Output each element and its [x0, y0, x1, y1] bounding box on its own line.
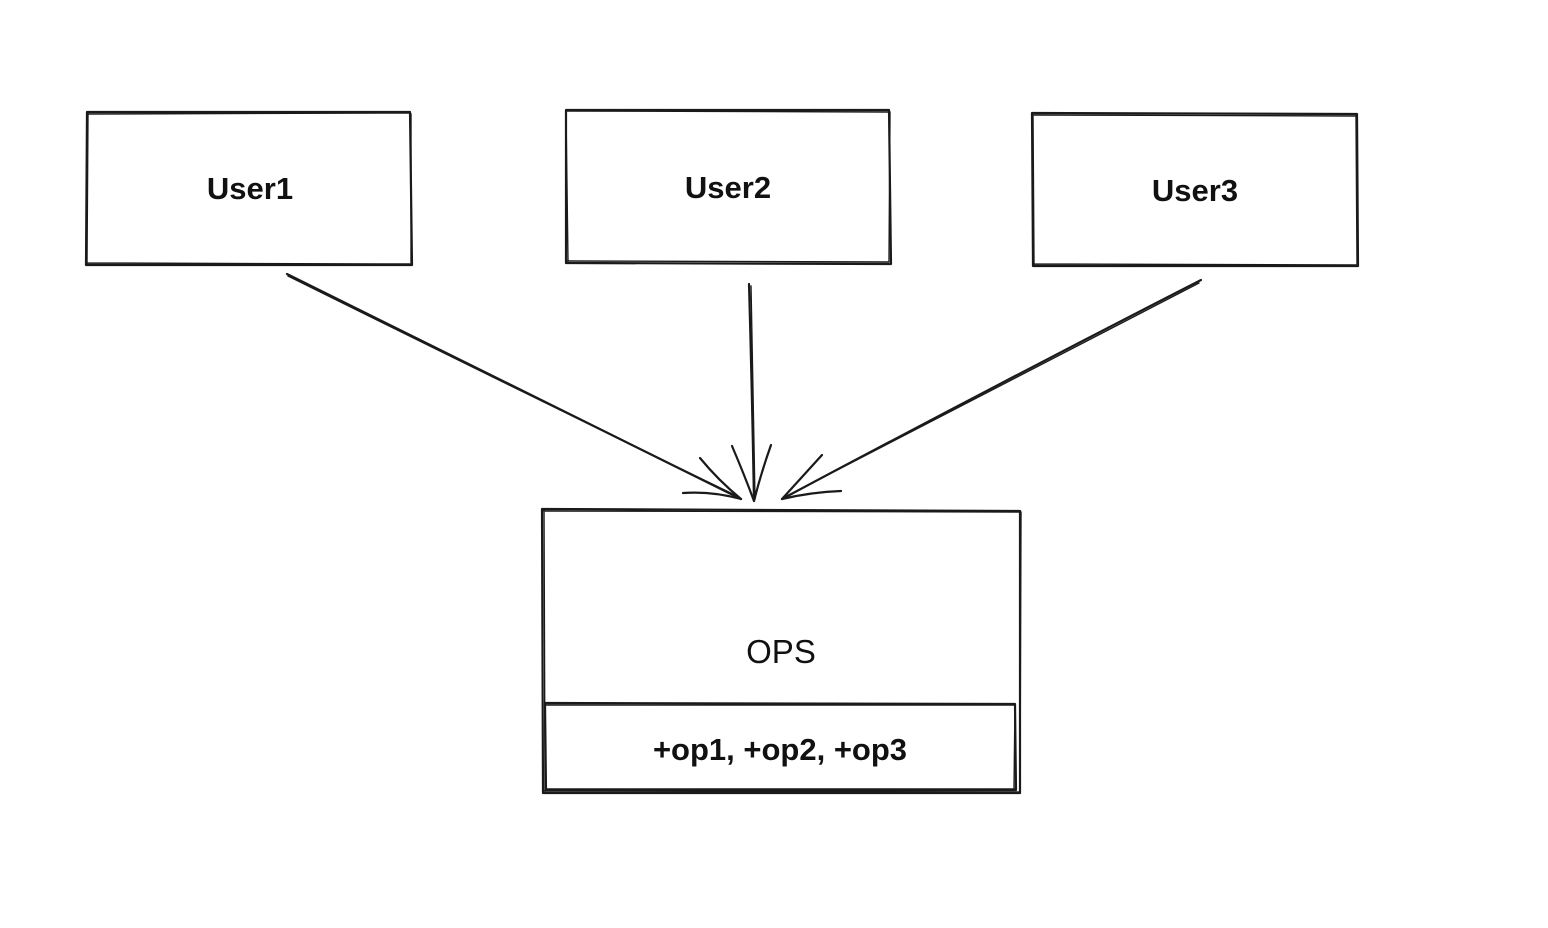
user3-label: User3	[1152, 173, 1238, 208]
user1-node[interactable]: User1	[84, 110, 414, 267]
arrow-user1-to-ops	[285, 272, 743, 501]
ops-title: OPS	[746, 633, 816, 670]
ops-members-label: +op1, +op2, +op3	[653, 732, 907, 767]
user1-label: User1	[207, 171, 293, 206]
ops-node[interactable]: OPS +op1, +op2, +op3	[540, 507, 1022, 795]
ops-members-box	[543, 701, 1018, 792]
user3-node[interactable]: User3	[1030, 111, 1360, 268]
arrowhead-user3	[780, 453, 843, 501]
user2-label: User2	[685, 170, 771, 205]
user1-box	[84, 110, 414, 267]
arrowhead-user1	[681, 456, 743, 501]
user2-box	[564, 108, 893, 266]
arrowhead-user2	[730, 443, 773, 503]
ops-box	[540, 507, 1022, 795]
arrow-user3-to-ops	[780, 278, 1203, 501]
arrow-user2-to-ops	[730, 282, 773, 503]
user2-node[interactable]: User2	[564, 108, 893, 266]
user3-box	[1030, 111, 1360, 268]
